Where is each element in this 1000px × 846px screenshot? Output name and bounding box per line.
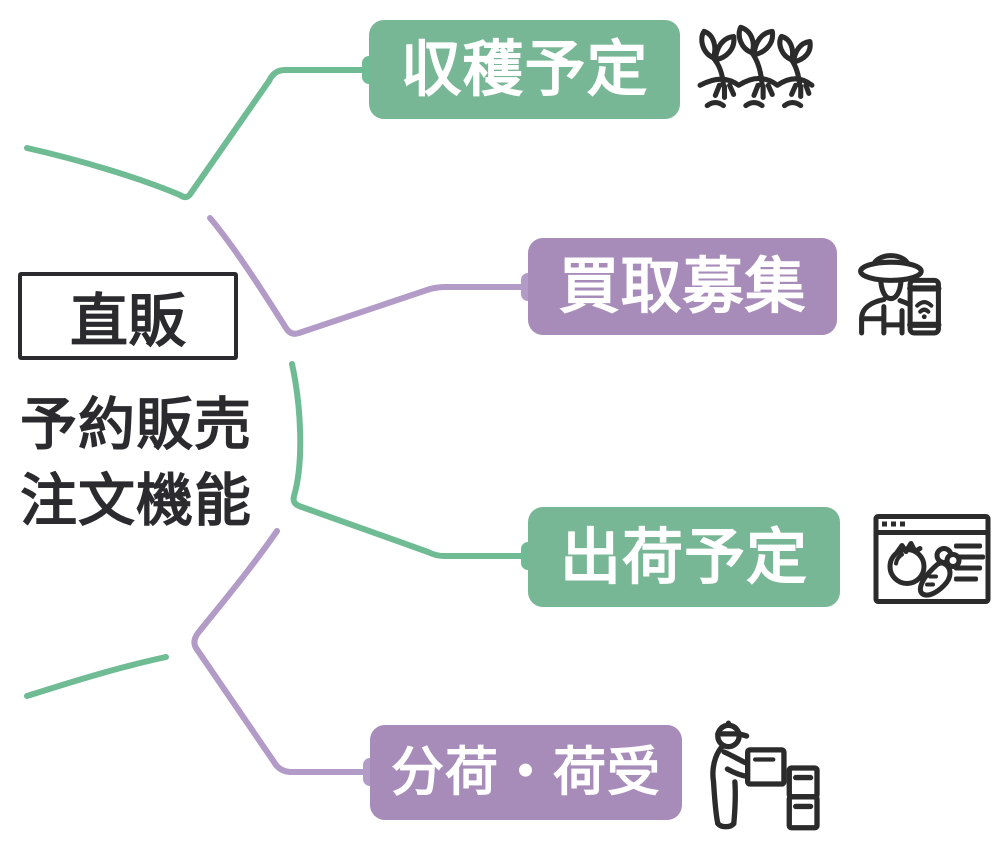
- node-distribution-receiving: 分荷・荷受: [370, 725, 682, 820]
- connector-tail-arc: [24, 654, 169, 699]
- node-shipping-schedule: 出荷予定: [528, 507, 840, 607]
- root-badge-label: 直販: [69, 287, 186, 355]
- connector-purchase: [207, 215, 534, 337]
- connector-distribution: [191, 528, 376, 775]
- root-title: 予約販売 注文機能: [10, 388, 262, 540]
- connector-flares: [362, 56, 535, 786]
- produce-order-screen-icon: [873, 514, 991, 604]
- node-harvest-schedule-label: 収穫予定: [400, 34, 649, 105]
- connector-shipping: [289, 361, 534, 559]
- node-purchase-recruitment: 買取募集: [528, 238, 837, 335]
- farmer-smartphone-icon: [858, 253, 942, 336]
- connector-harvest: [24, 67, 375, 201]
- root-title-line-2: 注文機能: [20, 467, 252, 534]
- root-title-line-1: 予約販売: [20, 392, 252, 458]
- node-harvest-schedule: 収穫予定: [369, 20, 680, 119]
- parcel-handover-icon: [710, 720, 820, 831]
- node-purchase-recruitment-label: 買取募集: [558, 251, 807, 322]
- seedlings-icon: [697, 24, 815, 109]
- node-shipping-schedule-label: 出荷予定: [559, 521, 808, 593]
- root-badge-direct-sales: 直販: [18, 272, 238, 360]
- node-distribution-receiving-label: 分荷・荷受: [391, 742, 661, 803]
